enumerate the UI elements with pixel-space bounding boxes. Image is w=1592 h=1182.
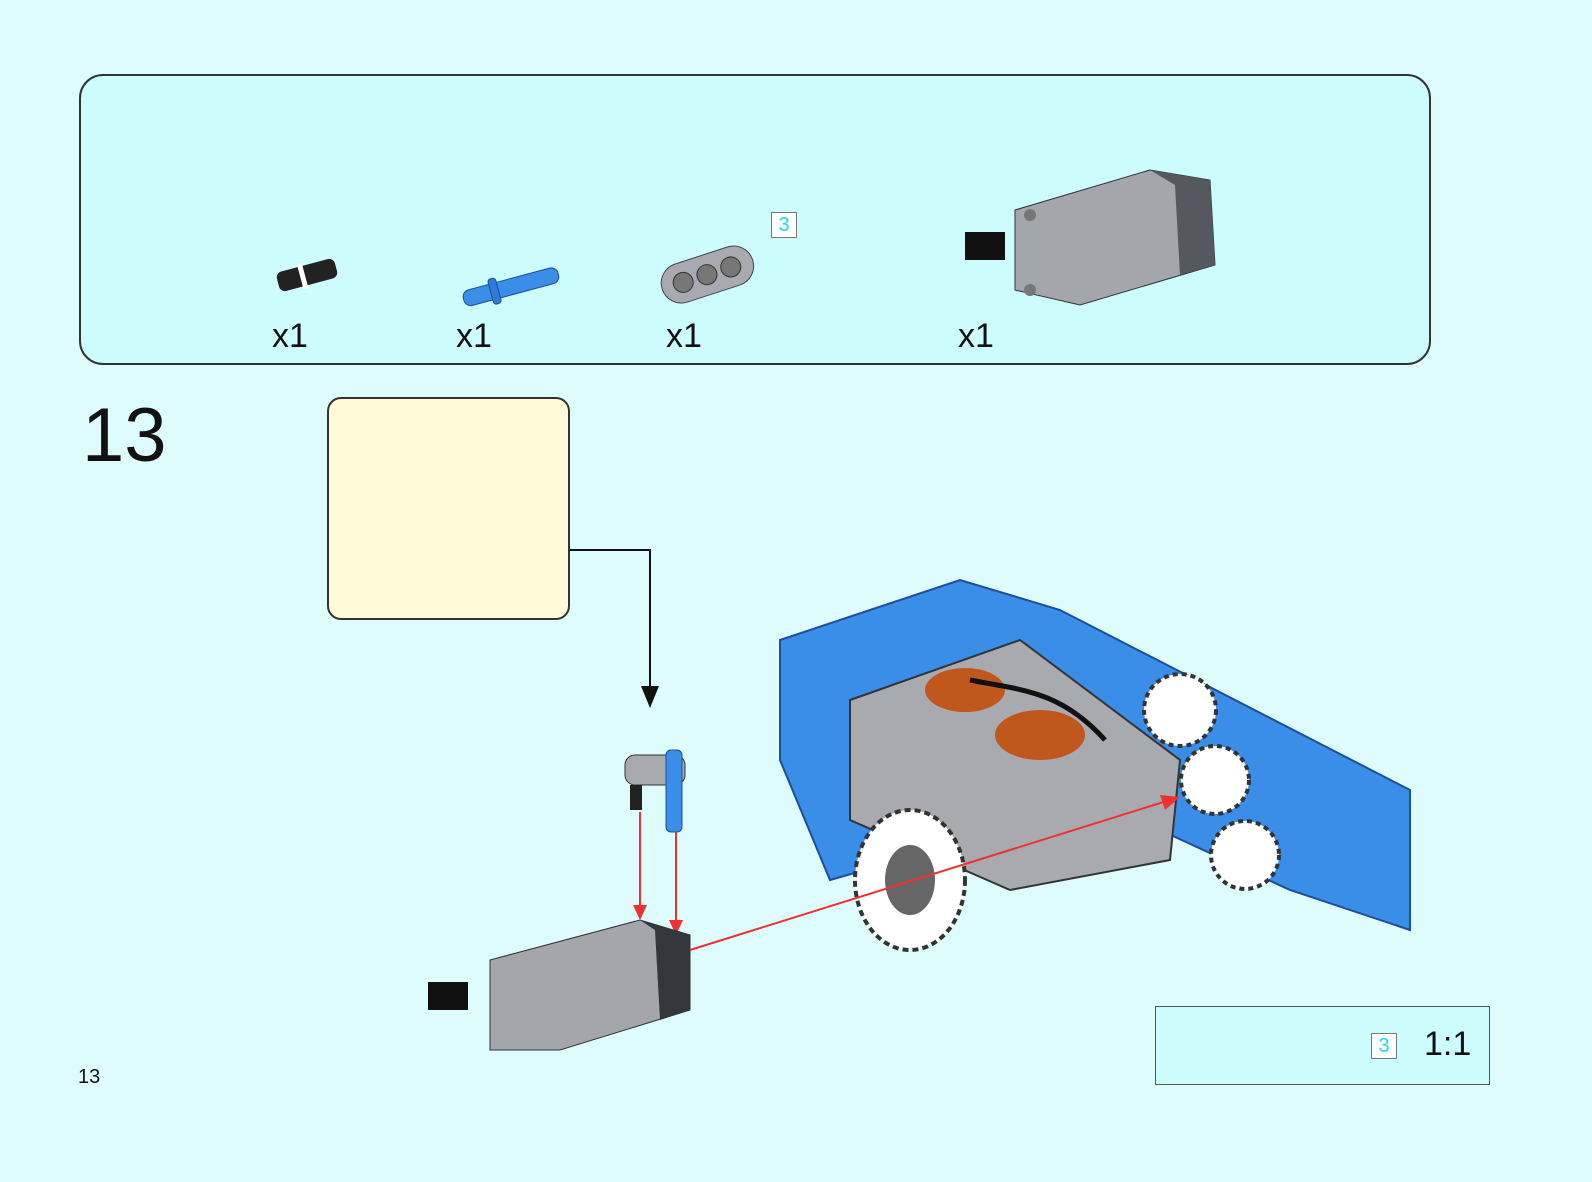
main-model-illustration [779, 578, 1411, 952]
black-pin-part-image [276, 258, 338, 292]
part-quantity: x1 [272, 317, 308, 355]
part-quantity: x1 [666, 317, 702, 355]
callout-arrow [570, 549, 651, 690]
motor-part-image [965, 169, 1216, 306]
page-number: 13 [78, 1066, 101, 1088]
beam-length-badge: 3 [771, 212, 797, 238]
scale-reference-box [1155, 1006, 1490, 1085]
part-quantity: x1 [958, 317, 994, 355]
subassembly-callout [327, 397, 570, 620]
blue-pin-part-image [462, 267, 560, 307]
motor-assembly-illustration [428, 749, 1180, 1051]
grey-beam-part-image [660, 245, 755, 304]
scale-ratio: 1:1 [1424, 1025, 1472, 1063]
step-number: 13 [82, 393, 167, 478]
reference-length-badge: 3 [1371, 1033, 1397, 1059]
part-quantity: x1 [456, 317, 492, 355]
